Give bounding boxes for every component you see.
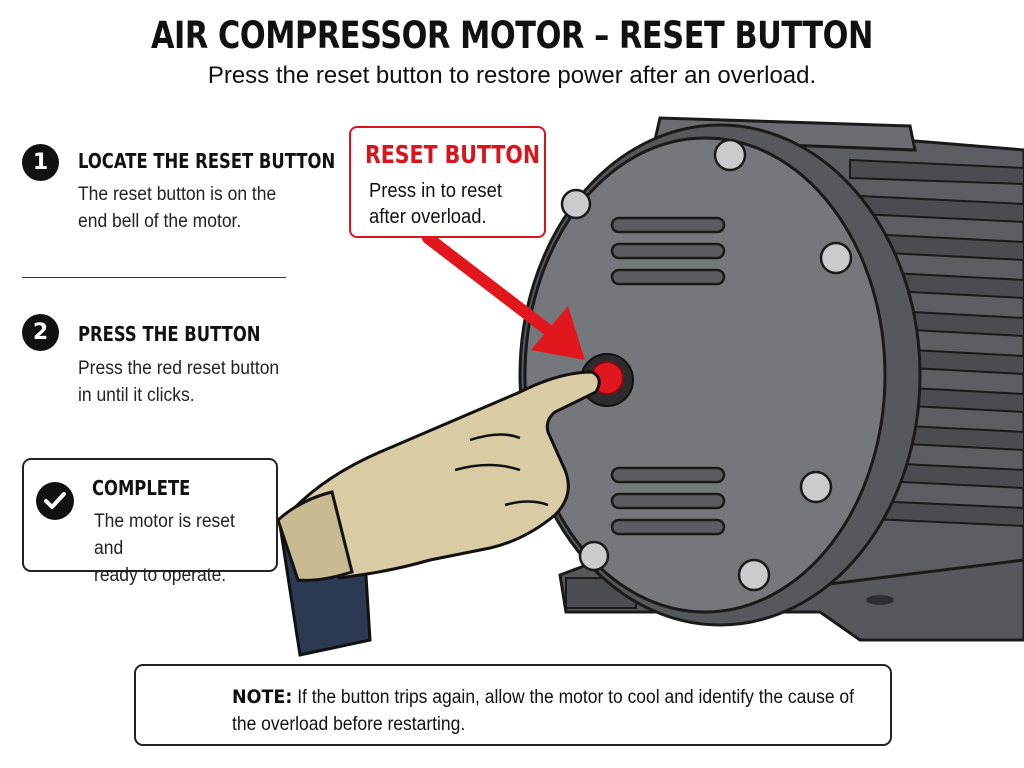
step-2-title: PRESS THE BUTTON: [78, 322, 261, 346]
page-title: AIR COMPRESSOR MOTOR – RESET BUTTON: [150, 14, 874, 57]
upper-vents: [610, 216, 726, 286]
step-2-number: 2: [22, 314, 59, 351]
complete-text: The motor is reset and ready to operate.: [94, 508, 261, 589]
note-box: NOTE: If the button trips again, allow t…: [134, 664, 892, 746]
reset-button-callout: RESET BUTTON Press in to reset after ove…: [349, 126, 546, 238]
finger-crease: [454, 433, 549, 507]
callout-text: Press in to reset after overload.: [369, 178, 502, 230]
callout-text-line: Press in to reset: [369, 180, 502, 202]
step-2-text: Press the red reset button in until it c…: [78, 355, 279, 409]
checkmark-icon: [44, 492, 66, 509]
page-subtitle: Press the reset button to restore power …: [207, 62, 817, 89]
step-1-number: 1: [22, 144, 59, 181]
glove-cuff: [276, 490, 354, 582]
step-1-text: The reset button is on the end bell of t…: [78, 181, 276, 235]
complete-text-line: The motor is reset and: [94, 511, 235, 559]
note-body: If the button trips again, allow the mot…: [232, 687, 854, 735]
step-1-text-line: The reset button is on the: [78, 184, 277, 205]
callout-title: RESET BUTTON: [365, 140, 540, 169]
glove-hand: [283, 370, 601, 580]
callout-text-line: after overload.: [369, 206, 487, 228]
complete-title: COMPLETE: [92, 476, 191, 500]
complete-text-line: ready to operate.: [94, 565, 227, 586]
step-2-text-line: Press the red reset button: [78, 358, 280, 379]
note-label: NOTE:: [232, 686, 293, 708]
divider: [22, 277, 286, 278]
check-circle: [36, 482, 74, 520]
red-arrow-icon: [422, 232, 585, 360]
step-1-text-line: end bell of the motor.: [78, 211, 242, 232]
step-2-text-line: in until it clicks.: [78, 385, 195, 406]
foot-hole: [866, 595, 894, 605]
step-1-title: LOCATE THE RESET BUTTON: [78, 149, 336, 173]
bolts: [560, 138, 853, 592]
lower-vents: [610, 466, 726, 536]
note-text: NOTE: If the button trips again, allow t…: [232, 684, 876, 738]
complete-box: COMPLETE The motor is reset and ready to…: [22, 458, 278, 586]
